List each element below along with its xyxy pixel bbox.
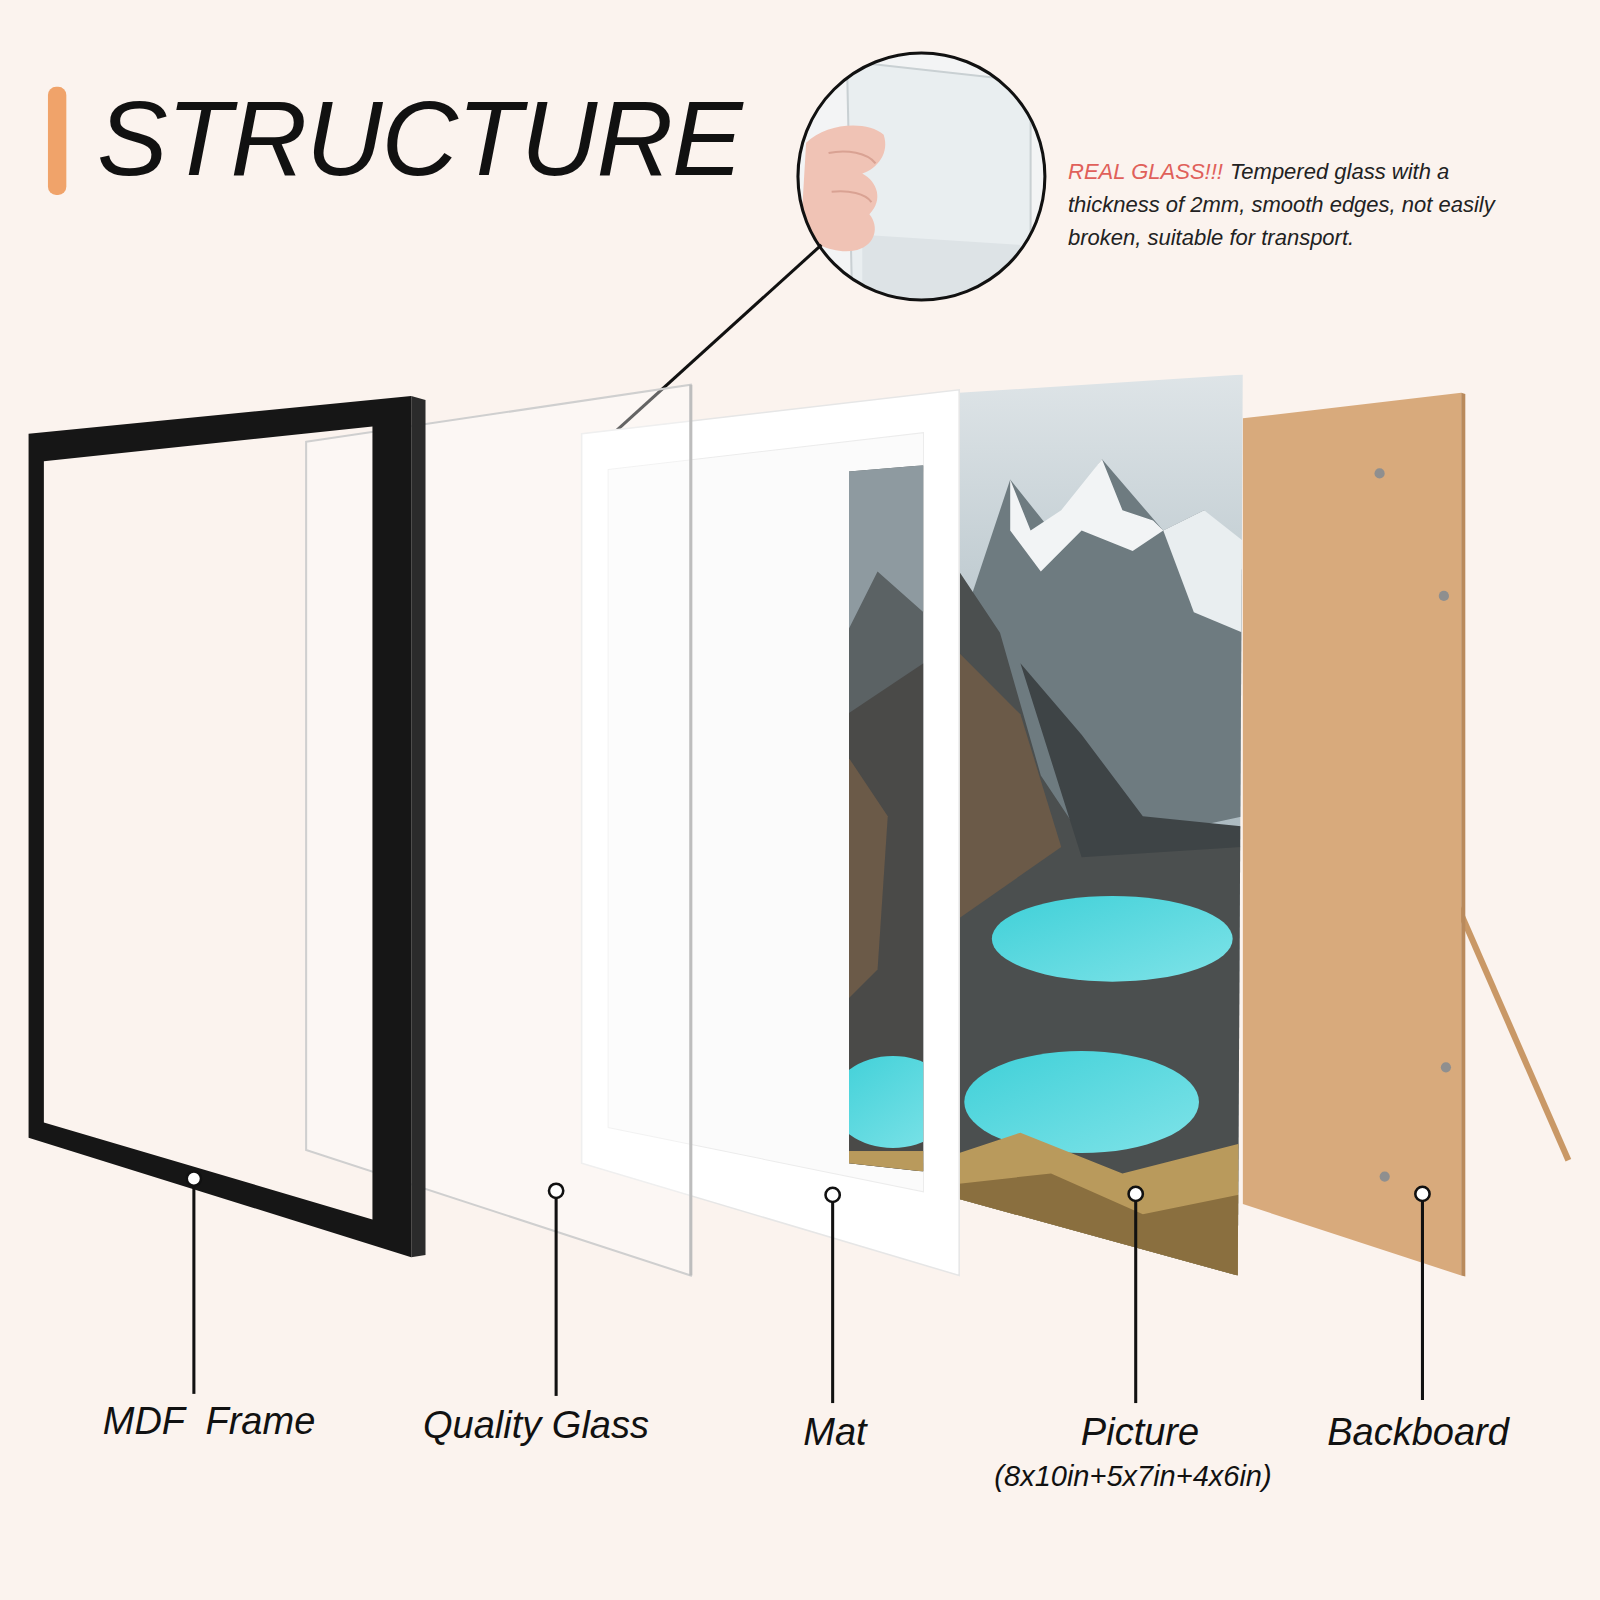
size-note: (8x10in+5x7in+4x6in) [994, 1461, 1271, 1493]
callout-emphasis: REAL GLASS!!! [1068, 159, 1223, 184]
glass-pane [306, 385, 691, 1276]
part-label: Picture [1081, 1412, 1199, 1454]
mdf-frame [29, 396, 426, 1257]
part-label: Mat [803, 1412, 866, 1454]
mountain-picture [959, 367, 1245, 1285]
part-label: MDF Frame [103, 1401, 316, 1443]
backboard-panel [1243, 393, 1569, 1277]
part-label: Quality Glass [423, 1405, 649, 1447]
page-title: STRUCTURE [97, 80, 742, 197]
accent-bar [48, 87, 66, 195]
label-leaders [194, 1186, 1423, 1403]
glass-callout: REAL GLASS!!!Tempered glass with a thick… [1068, 155, 1508, 254]
part-label: Backboard [1327, 1412, 1509, 1454]
leader-dots [187, 1171, 1430, 1202]
glass-magnifier [796, 51, 1051, 306]
